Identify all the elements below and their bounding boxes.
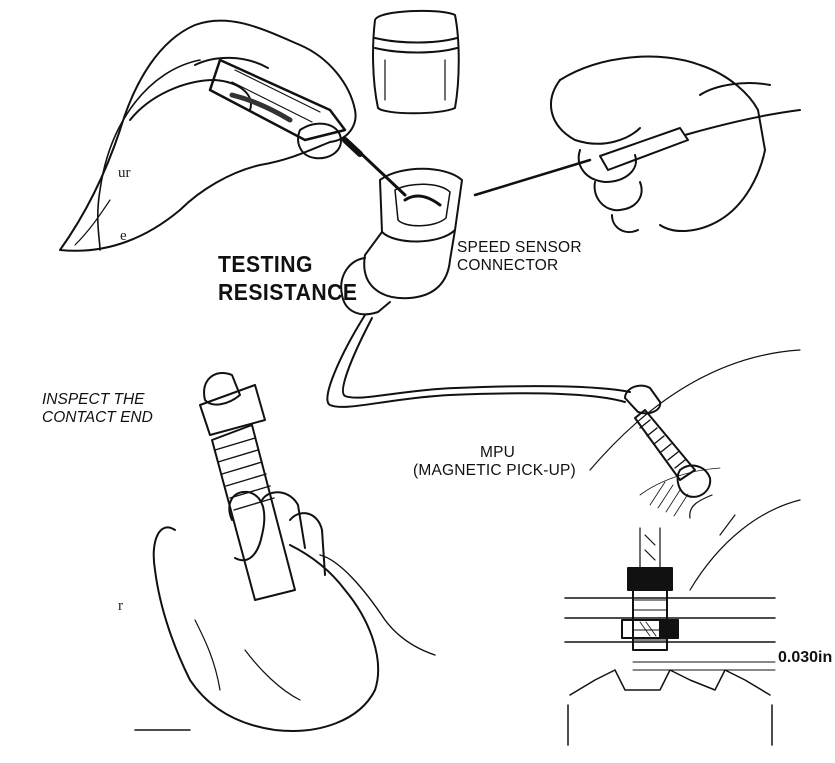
mpu-label-line2: (MAGNETIC PICK-UP) [413, 463, 576, 479]
gap-value-label: 0.030in [778, 650, 832, 667]
edge-fragment-1: ur [118, 165, 131, 182]
right-hand-with-probe [475, 57, 800, 232]
inspect-label-line2: CONTACT END [42, 410, 153, 426]
title-resistance: RESISTANCE [218, 280, 357, 304]
sensor-cable [327, 315, 630, 407]
edge-fragment-2: e [120, 228, 127, 245]
gap-diagram [565, 528, 775, 745]
left-hand-with-probe [60, 21, 405, 251]
inspect-hand [154, 373, 435, 731]
inspect-label-line1: INSPECT THE [42, 392, 144, 408]
title-testing: TESTING [218, 252, 313, 276]
connector-boot [373, 11, 459, 113]
mpu-label-line1: MPU [480, 445, 515, 461]
magnetic-pickup [625, 386, 720, 518]
connector-label-line1: SPEED SENSOR [457, 240, 582, 256]
edge-fragment-3: r [118, 598, 123, 615]
connector-label-line2: CONNECTOR [457, 258, 558, 274]
